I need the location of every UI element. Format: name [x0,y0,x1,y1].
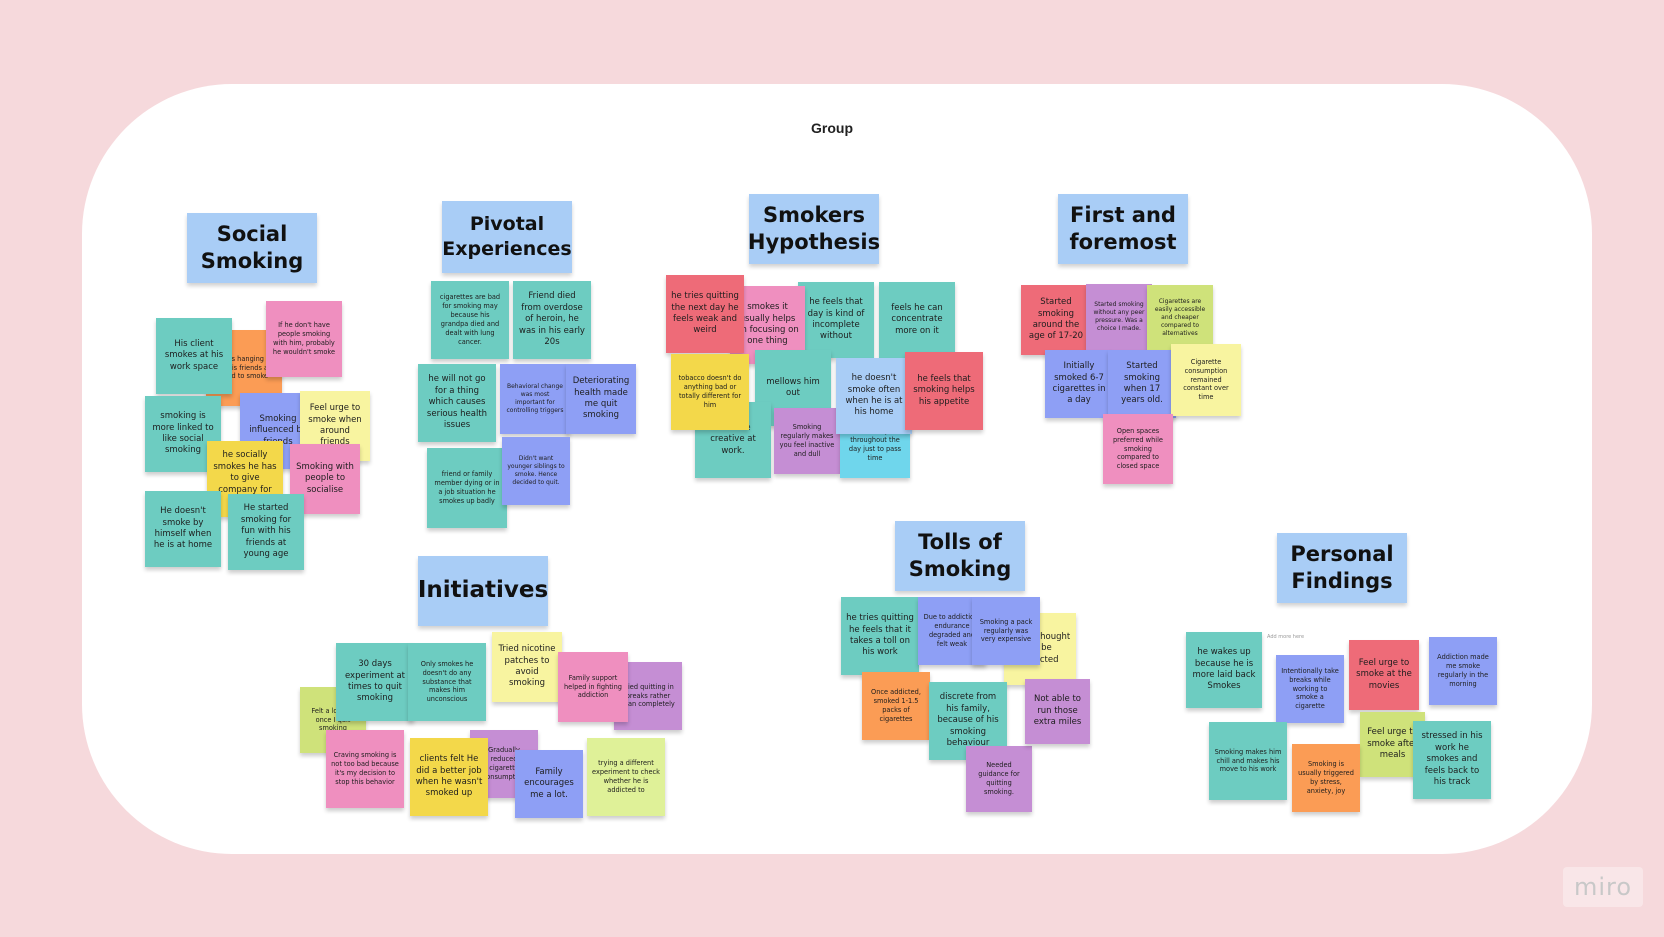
sticky-note[interactable]: Intentionally take breaks while working … [1276,655,1344,723]
sticky-note[interactable]: Behavioral change was most important for… [500,364,570,434]
sticky-note[interactable]: tobacco doesn't do anything bad or total… [671,354,749,430]
sticky-note[interactable]: Addiction made me smoke regularly in the… [1429,637,1497,705]
sticky-note[interactable]: cigarettes are bad for smoking may becau… [431,281,509,359]
sticky-note[interactable]: stressed in his work he smokes and feels… [1413,721,1491,799]
sticky-note[interactable]: His client smokes at his work space [156,318,232,394]
sticky-note[interactable]: He doesn't smoke by himself when he is a… [145,491,221,567]
sticky-note[interactable]: he tries quitting he feels that it takes… [841,597,919,675]
sticky-note[interactable]: Only smokes he doesn't do any substance … [408,643,486,721]
sticky-note[interactable]: Smoking regularly makes you feel inactiv… [774,408,840,474]
add-more-hint[interactable]: Add more here [1267,634,1305,640]
sticky-note[interactable]: he feels that smoking helps his appetite [905,352,983,430]
sticky-note[interactable]: he tries quitting the next day he feels … [666,275,744,353]
sticky-note[interactable]: feels he can concentrate more on it [879,282,955,358]
sticky-note[interactable]: Started smoking around the age of 17-20 [1021,285,1091,355]
sticky-note[interactable]: Needed guidance for quitting smoking. [966,746,1032,812]
header-initiatives[interactable]: Initiatives [418,556,548,626]
sticky-note[interactable]: Open spaces preferred while smoking comp… [1103,414,1173,484]
sticky-note[interactable]: clients felt He did a better job when he… [410,738,488,816]
sticky-note[interactable]: Tried nicotine patches to avoid smoking [492,632,562,702]
sticky-note[interactable]: 30 days experiment at times to quit smok… [336,643,414,721]
header-personal-findings[interactable]: Personal Findings [1277,533,1407,603]
header-pivotal-experiences[interactable]: Pivotal Experiences [442,201,572,273]
sticky-note[interactable]: Friend died from overdose of heroin, he … [513,281,591,359]
sticky-note[interactable]: Didn't want younger siblings to smoke. H… [502,437,570,505]
sticky-note[interactable]: Feel urge to smoke at the movies [1349,640,1419,710]
header-social-smoking[interactable]: Social Smoking [187,213,317,283]
sticky-note[interactable]: Initially smoked 6-7 cigarettes in a day [1045,350,1113,418]
sticky-note[interactable]: Once addicted, smoked 1-1.5 packs of cig… [862,672,930,740]
group-title[interactable]: Group [811,120,853,136]
sticky-note[interactable]: Started smoking without any peer pressur… [1086,284,1152,350]
header-smokers-hypothesis[interactable]: Smokers Hypothesis [748,194,880,264]
miro-logo: miro [1563,867,1643,907]
sticky-note[interactable]: Smoking makes him chill and makes his mo… [1209,722,1287,800]
sticky-note[interactable]: Family support helped in fighting addict… [558,652,628,722]
sticky-note[interactable]: he will not go for a thing which causes … [418,364,496,442]
sticky-note[interactable]: he doesn't smoke often when he is at his… [836,358,912,434]
sticky-note[interactable]: Deteriorating health made me quit smokin… [566,364,636,434]
sticky-note[interactable]: Cigarette consumption remained constant … [1171,344,1241,416]
sticky-note[interactable]: He started smoking for fun with his frie… [228,494,304,570]
sticky-note[interactable]: he feels that day is kind of incomplete … [798,282,874,358]
header-tolls-of-smoking[interactable]: Tolls of Smoking [895,521,1025,591]
sticky-note[interactable]: Started smoking when 17 years old. [1108,350,1176,418]
header-first-and-foremost[interactable]: First and foremost [1058,194,1188,264]
sticky-note[interactable]: friend or family member dying or in a jo… [427,448,507,528]
sticky-note[interactable]: Smoking is usually triggered by stress, … [1292,744,1360,812]
sticky-note[interactable]: Family encourages me a lot. [515,750,583,818]
sticky-note[interactable]: If he don't have people smoking with him… [266,301,342,377]
sticky-note[interactable]: Cigarettes are easily accessible and che… [1147,285,1213,351]
sticky-note[interactable]: Smoking a pack regularly was very expens… [972,597,1040,665]
sticky-note[interactable]: Not able to run those extra miles [1025,679,1090,744]
sticky-note[interactable]: trying a different experiment to check w… [587,738,665,816]
sticky-note[interactable]: Craving smoking is not too bad because i… [326,730,404,808]
sticky-note[interactable]: he wakes up because he is more laid back… [1186,632,1262,708]
